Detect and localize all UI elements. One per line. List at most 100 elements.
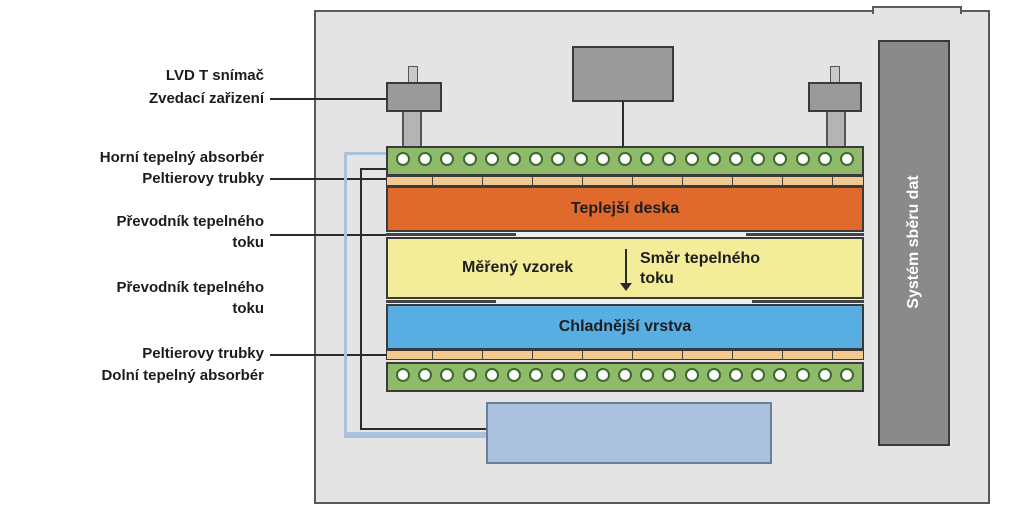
panel-notch	[872, 6, 962, 14]
heat-flow-direction-line2: toku	[640, 270, 674, 287]
fitting-icon	[640, 152, 655, 166]
fitting-icon	[618, 368, 632, 382]
fitting-icon	[795, 368, 810, 382]
fitting-icon	[662, 152, 677, 166]
fitting-icon	[595, 368, 610, 382]
peltier-divider	[682, 351, 683, 360]
fitting-icon	[551, 368, 566, 382]
upper-absorber-circles	[386, 146, 864, 176]
label-lvdt: LVD T snímač	[165, 67, 264, 84]
fitting-icon	[729, 152, 743, 166]
fitting-icon	[484, 152, 499, 166]
measured-sample: Měřený vzorek Směr tepelného toku	[386, 237, 864, 299]
label-lower-absorber: Dolní tepelný absorbér	[101, 367, 264, 384]
label-flux2-line2: toku	[232, 300, 264, 317]
peltier-lower	[386, 350, 864, 360]
fitting-icon	[595, 152, 610, 166]
cooler-layer-label: Chladnější vrstva	[558, 318, 692, 335]
fitting-icon	[418, 152, 433, 166]
warmer-plate: Teplejší deska	[386, 186, 864, 232]
fitting-icon	[706, 152, 721, 166]
lift-post-left	[402, 112, 422, 146]
fitting-icon	[418, 368, 433, 382]
fitting-icon	[462, 368, 477, 382]
fitting-icon	[706, 368, 721, 382]
fitting-icon	[729, 368, 743, 382]
label-flux2-line1: Převodník tepelného	[116, 279, 264, 296]
fitting-icon	[529, 152, 544, 166]
fitting-icon	[529, 368, 544, 382]
fitting-icon	[684, 152, 699, 166]
peltier-divider	[532, 351, 533, 360]
fitting-icon	[840, 368, 854, 382]
fitting-icon	[440, 152, 455, 166]
peltier-divider	[682, 177, 683, 186]
fitting-icon	[751, 368, 766, 382]
fitting-icon	[396, 152, 410, 166]
lvdt-sensor-right	[808, 82, 862, 112]
warmer-plate-label: Teplejší deska	[570, 200, 680, 217]
load-cell-stem	[622, 102, 624, 146]
load-cell-block	[572, 46, 674, 102]
fitting-icon	[462, 152, 477, 166]
peltier-divider	[582, 177, 583, 186]
label-peltier-upper: Peltierovy trubky	[142, 170, 264, 187]
fitting-icon	[440, 368, 455, 382]
leader-lift	[270, 98, 390, 100]
flux-sensor-line	[752, 300, 864, 303]
data-acquisition-system	[878, 40, 950, 446]
lower-absorber-circles	[386, 362, 864, 392]
fitting-icon	[507, 152, 521, 166]
peltier-divider	[632, 351, 633, 360]
plumbing-line-bottom	[360, 428, 486, 430]
flux-transducer-upper	[386, 232, 864, 237]
flux-sensor-line	[386, 300, 496, 303]
label-upper-absorber: Horní tepelný absorbér	[99, 149, 264, 166]
fitting-icon	[551, 152, 566, 166]
peltier-divider	[832, 351, 833, 360]
peltier-divider	[482, 177, 483, 186]
coolant-frame-bottom	[344, 432, 486, 438]
peltier-divider	[782, 351, 783, 360]
peltier-divider	[732, 351, 733, 360]
label-flux1-line2: toku	[232, 234, 264, 251]
heat-flow-arrow	[625, 249, 627, 285]
label-peltier-lower: Peltierovy trubky	[142, 345, 264, 362]
flux-sensor-line	[746, 233, 864, 236]
sample-label: Měřený vzorek	[462, 259, 574, 276]
peltier-divider	[432, 177, 433, 186]
fitting-icon	[773, 368, 788, 382]
data-acquisition-label: Systém sběru dat	[905, 175, 922, 309]
fitting-icon	[640, 368, 655, 382]
fitting-icon	[795, 152, 810, 166]
leader-peltier-lower	[270, 354, 390, 356]
peltier-divider	[832, 177, 833, 186]
cooler-layer: Chladnější vrstva	[386, 304, 864, 350]
fitting-icon	[396, 368, 410, 382]
label-lift: Zvedací zařizení	[148, 90, 264, 107]
fitting-icon	[773, 152, 788, 166]
lvdt-sensor-left	[386, 82, 442, 112]
peltier-divider	[782, 177, 783, 186]
fitting-icon	[618, 152, 632, 166]
fitting-icon	[751, 152, 766, 166]
coolant-tank	[486, 402, 772, 464]
fitting-icon	[684, 368, 699, 382]
flux-transducer-lower	[386, 299, 864, 304]
peltier-divider	[432, 351, 433, 360]
lift-post-right	[826, 112, 846, 146]
fitting-icon	[817, 368, 832, 382]
fitting-icon	[817, 152, 832, 166]
leader-peltier-upper	[270, 178, 390, 180]
flux-sensor-line	[386, 233, 516, 236]
fitting-icon	[662, 368, 677, 382]
fitting-icon	[573, 152, 588, 166]
fitting-icon	[573, 368, 588, 382]
peltier-divider	[532, 177, 533, 186]
fitting-icon	[507, 368, 521, 382]
arrow-head-icon	[620, 283, 632, 291]
heat-flow-direction-line1: Směr tepelného	[640, 250, 761, 267]
peltier-divider	[482, 351, 483, 360]
fitting-icon	[484, 368, 499, 382]
peltier-divider	[732, 177, 733, 186]
